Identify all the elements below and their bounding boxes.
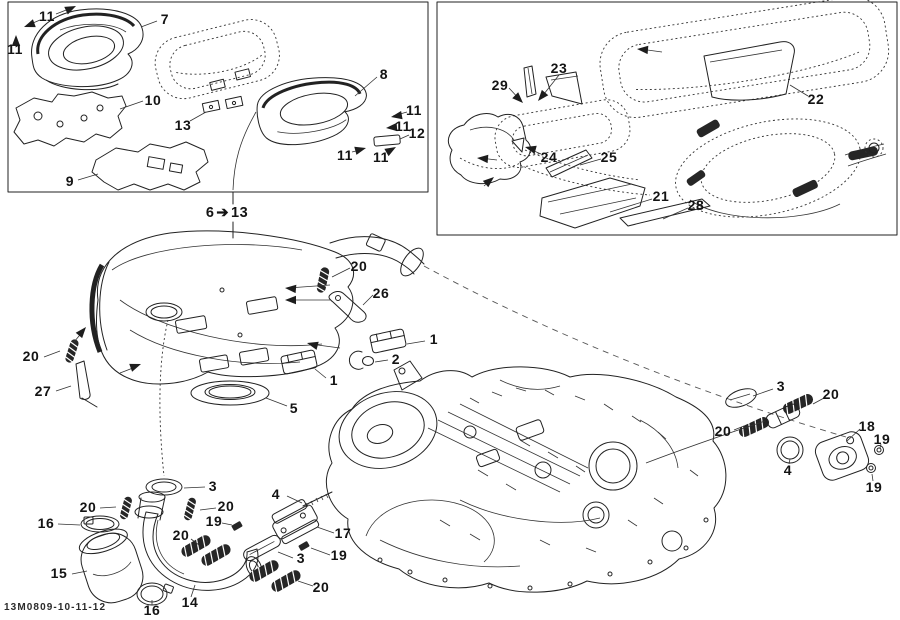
inset-top-right-leaders [476,44,808,219]
part-callout-3: 3 [296,550,306,566]
part-callout-20: 20 [172,527,190,543]
part-callout-3: 3 [208,478,218,494]
bracket-part27 [76,361,97,407]
inset-strip-part29 [524,66,536,97]
range-arrow-icon: ➔ [216,204,230,221]
part-callout-20: 20 [350,258,368,274]
inset-strip-part28 [620,199,710,226]
right-parts-cluster [646,385,884,483]
part-callout-20: 20 [79,499,97,515]
part-callout-11: 11 [39,8,55,24]
part-callout-10: 10 [144,92,162,108]
part-callout-13: 13 [174,117,192,133]
part-callout-11: 11 [373,149,389,165]
inset-box-top-left [8,2,428,192]
inset-strip-part12 [374,135,401,146]
part-callout-1: 1 [329,372,339,388]
part-callout-20: 20 [822,386,840,402]
exhaust-cluster-leaders [58,487,334,605]
bracket-part26 [329,291,366,322]
range-to: 13 [231,204,249,221]
gasket-part3-lower [242,533,283,562]
inset-panel-part22 [704,42,794,101]
muffler-drawing [92,231,428,476]
spring-part20-left [63,337,81,365]
part-callout-20: 20 [714,423,732,439]
inset-pad-part24 [512,138,524,152]
inset-sheet-part25 [546,150,592,177]
clamp-part2 [349,351,373,369]
inset-muffler-dotted [150,14,285,104]
inset-clamps-part13 [202,96,243,112]
part-callout-15: 15 [50,565,68,581]
inset-top-left-leaders [11,2,409,180]
part-callout-14: 14 [181,594,199,610]
part-callout-1: 1 [429,331,439,347]
part-callout-7: 7 [160,11,170,27]
part-callout-4: 4 [783,462,793,478]
part-callout-19: 19 [873,431,891,447]
part-callout-9: 9 [65,173,75,189]
part-callout-29: 29 [491,77,509,93]
leader-curve-part8 [233,112,256,190]
part-callout-25: 25 [600,149,618,165]
inset-shield-part9 [92,142,208,190]
inset-airbox-cover-dotted [595,0,893,122]
inset-shield-part21 [540,178,645,228]
inset-foam-part23 [546,72,582,104]
inset-box-top-right [437,2,897,235]
mount-part1-right [369,328,407,354]
part-callout-19: 19 [330,547,348,563]
part-callout-3: 3 [776,378,786,394]
part-callout-16: 16 [37,515,55,531]
part-callout-20: 20 [312,579,330,595]
stud-part4-lower [303,492,332,506]
inset-cover-part7 [32,9,144,90]
part-callout-26: 26 [372,285,390,301]
part-callout-18: 18 [858,418,876,434]
part-callout-12: 12 [408,125,426,141]
inset-gasket-part10 [14,92,126,146]
inset-muffler-front-sketch [448,96,650,195]
part-callout-19: 19 [205,513,223,529]
part-callout-19: 19 [865,479,883,495]
part-callout-27: 27 [34,383,52,399]
range-from: 6 [205,204,215,221]
part-callout-20: 20 [22,348,40,364]
part-callout-11: 11 [406,102,422,118]
part-callout-11: 11 [7,41,23,57]
muffler-leaders [44,268,425,406]
part-callout-11: 11 [337,147,353,163]
inset-muffler-rear-stippled [666,103,886,232]
alignment-dashed-line [424,266,846,437]
part-callout-21: 21 [652,188,670,204]
part-callout-24: 24 [540,149,558,165]
part-callout-5: 5 [289,400,299,416]
part-callout-22: 22 [807,91,825,107]
part-callout-11: 11 [395,118,411,134]
spring-part20-top [315,266,331,294]
part-callout-20: 20 [217,498,235,514]
part-callout-2: 2 [391,351,401,367]
part-callout-4: 4 [271,486,281,502]
inset-cover-part8 [252,69,373,151]
drawing-code: 13M0809-10-11-12 [4,602,107,613]
part-callout-17: 17 [334,525,352,541]
exhaust-pipe-cluster [74,479,332,609]
engine-drawing [326,361,726,592]
part-callout-16: 16 [143,602,161,618]
range-callout: 6 ➔ 13 [206,206,248,221]
manifold-part17 [268,497,322,546]
part-callout-28: 28 [687,197,705,213]
part-callout-23: 23 [550,60,568,76]
part-callout-8: 8 [379,66,389,82]
